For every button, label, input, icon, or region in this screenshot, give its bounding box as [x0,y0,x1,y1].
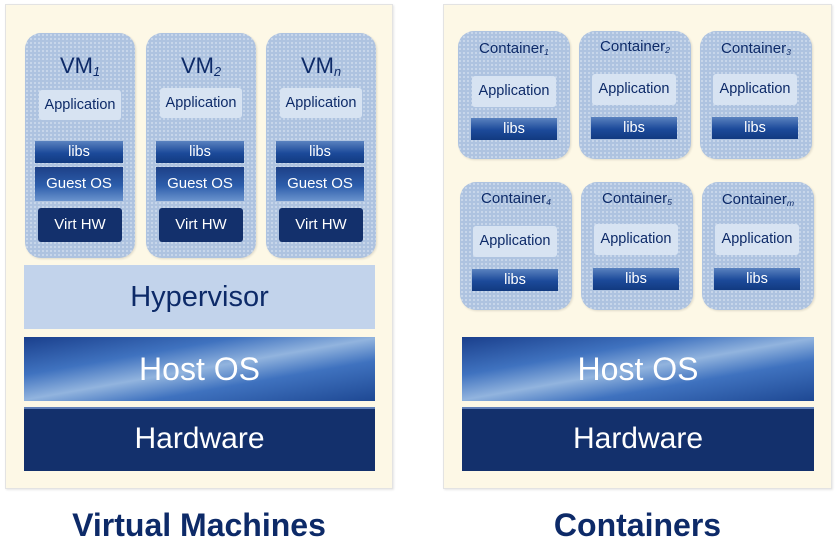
virtual-machines-panel: VM1 Application libs Guest OS Virt HW VM… [5,4,393,489]
vm-n-guest-os: Guest OS [276,167,364,201]
vm-2-application: Application [160,88,242,118]
container-5-libs: libs [593,268,679,290]
vm-hardware-layer: Hardware [24,407,375,471]
vm-card-2: VM2 Application libs Guest OS Virt HW [146,33,256,258]
container-2-application: Application [592,74,676,105]
container-host-os-layer: Host OS [462,337,814,401]
vm-1-guest-os: Guest OS [35,167,123,201]
container-2-libs: libs [591,117,677,139]
containers-panel: Container1 Application libs Container2 A… [443,4,832,489]
container-card-1: Container1 Application libs [458,31,570,159]
container-m-title: Containerm [721,191,795,209]
container-3-libs: libs [712,117,798,139]
container-3-application: Application [713,74,797,105]
vm-1-libs: libs [35,141,123,163]
container-card-4: Container4 Application libs [460,182,572,310]
vm-1-title: VM1 [59,53,101,80]
container-4-libs: libs [472,269,558,291]
container-card-3: Container3 Application libs [700,31,812,159]
container-hardware-layer: Hardware [462,407,814,471]
container-1-title: Container1 [479,40,549,58]
container-5-application: Application [594,224,678,255]
vm-2-libs: libs [156,141,244,163]
hypervisor-layer: Hypervisor [24,265,375,329]
vm-n-libs: libs [276,141,364,163]
container-4-application: Application [473,226,557,257]
container-1-application: Application [472,76,556,107]
vm-n-application: Application [280,88,362,118]
container-m-libs: libs [714,268,800,290]
containers-caption: Containers [553,507,722,543]
vm-card-n: VMn Application libs Guest OS Virt HW [266,33,376,258]
container-card-m: Containerm Application libs [702,182,814,310]
container-5-title: Container5 [602,190,672,208]
container-2-title: Container2 [600,38,670,56]
vm-n-virt-hw: Virt HW [279,208,363,242]
vm-2-virt-hw: Virt HW [159,208,243,242]
container-m-application: Application [715,224,799,255]
vm-2-guest-os: Guest OS [156,167,244,201]
vm-card-1: VM1 Application libs Guest OS Virt HW [25,33,135,258]
vm-n-title: VMn [300,53,342,80]
vm-host-os-layer: Host OS [24,337,375,401]
vm-1-application: Application [39,90,121,120]
container-card-2: Container2 Application libs [579,31,691,159]
container-1-libs: libs [471,118,557,140]
container-4-title: Container4 [481,190,551,208]
vm-1-virt-hw: Virt HW [38,208,122,242]
vm-2-title: VM2 [180,53,222,80]
virtual-machines-caption: Virtual Machines [72,507,326,543]
container-3-title: Container3 [721,40,791,58]
container-card-5: Container5 Application libs [581,182,693,310]
